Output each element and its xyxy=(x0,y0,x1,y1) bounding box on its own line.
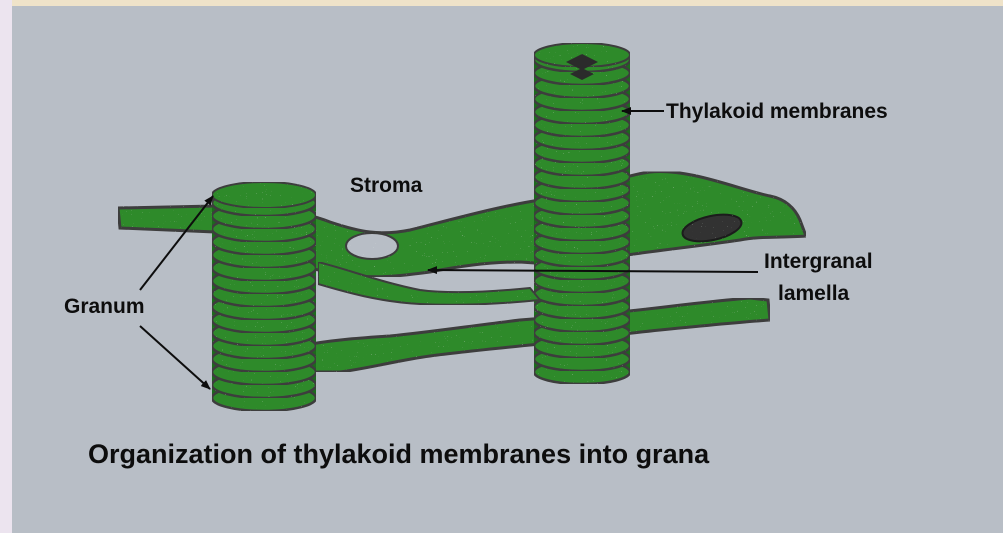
left-granum-top-disc xyxy=(212,182,316,208)
label-stroma: Stroma xyxy=(350,174,423,197)
granum-arrow-lower xyxy=(140,326,210,389)
right-granum-stack xyxy=(534,43,630,384)
left-granum-stack xyxy=(212,182,316,411)
intergranal-arrow xyxy=(428,270,758,272)
label-lamella: lamella xyxy=(778,282,850,305)
label-thylakoid-membranes: Thylakoid membranes xyxy=(666,100,888,123)
label-granum: Granum xyxy=(64,295,145,318)
diagram-caption: Organization of thylakoid membranes into… xyxy=(88,439,710,469)
label-intergranal: Intergranal xyxy=(764,250,873,273)
